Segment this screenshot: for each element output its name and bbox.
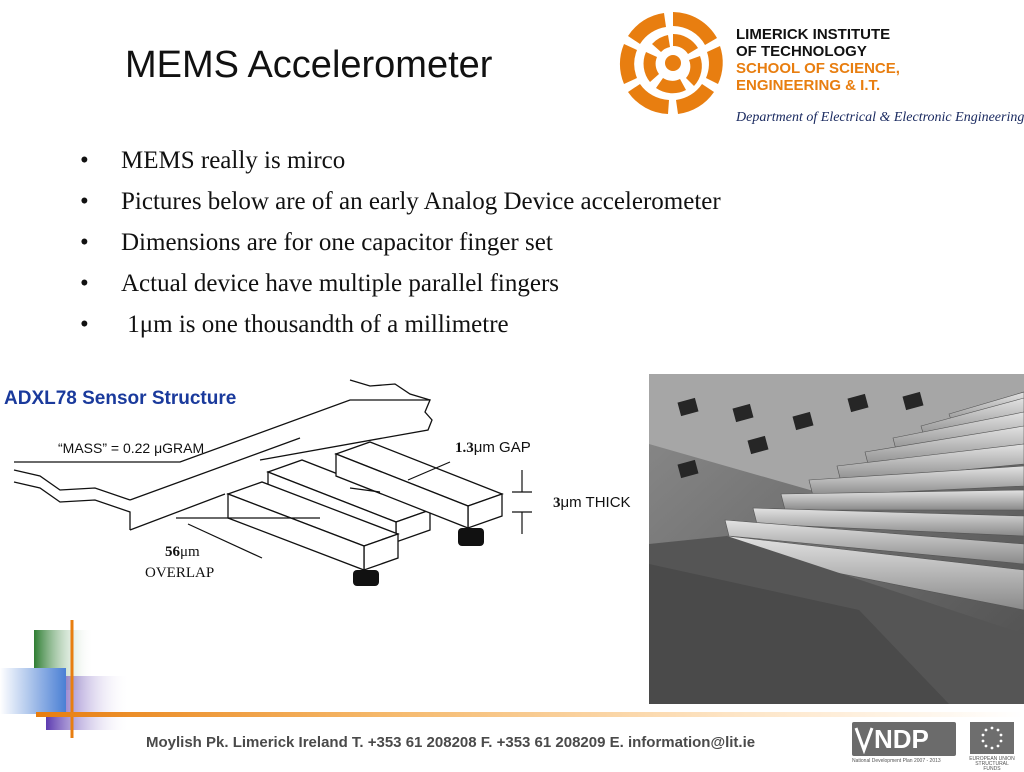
capacitor-fingers (226, 441, 504, 571)
bullet-icon: • (80, 147, 89, 174)
overlap-label: OVERLAP (145, 565, 214, 581)
ndp-logo: NDP National Development Plan 2007 - 201… (852, 722, 956, 766)
lit-emblem-icon (619, 12, 723, 114)
eu-logo: EUROPEAN UNION STRUCTURAL FUNDS (966, 722, 1018, 772)
bullet-text: Pictures below are of an early Analog De… (121, 188, 721, 215)
decorative-squares-icon (0, 620, 130, 738)
sensor-structure-diagram: ADXL78 Sensor Structure “MASS” = 0.22 μG… (4, 379, 631, 586)
institute-logo: LIMERICK INSTITUTE OF TECHNOLOGY SCHOOL … (612, 6, 1024, 130)
gap-label: 1.3μm GAP (455, 439, 531, 456)
ndp-subtitle: National Development Plan 2007 - 2013 (852, 758, 941, 764)
ndp-label: NDP (874, 724, 929, 754)
bullet-text: MEMS really is mirco (121, 147, 346, 174)
overlap-value: 56 (165, 544, 181, 560)
bullet-icon: • (80, 229, 89, 256)
list-item: • MEMS really is mirco (80, 140, 721, 181)
list-item: • Dimensions are for one capacitor finger… (80, 222, 721, 263)
gap-unit: μm GAP (474, 439, 531, 456)
sem-micrograph (649, 374, 1024, 704)
bullet-icon: • (80, 270, 89, 297)
school-name-line1: SCHOOL OF SCIENCE, (736, 60, 900, 77)
proof-mass-outline (13, 379, 433, 531)
institute-name-line1: LIMERICK INSTITUTE (736, 26, 891, 43)
eu-subtitle: EUROPEAN UNION STRUCTURAL FUNDS (969, 756, 1015, 772)
gap-value: 1.3 (455, 440, 474, 456)
ndp-mark-icon (854, 727, 874, 754)
overlap-unit: μm (180, 544, 200, 560)
bullet-icon: • (80, 311, 89, 338)
mass-label: “MASS” = 0.22 μGRAM (58, 440, 204, 456)
eu-stars-icon (981, 726, 1003, 750)
slide-title: MEMS Accelerometer (125, 44, 493, 86)
sem-image (649, 374, 1024, 704)
thick-label: 3μm THICK (553, 494, 631, 511)
school-name-line2: ENGINEERING & I.T. (736, 77, 881, 94)
footer-contact: Moylish Pk. Limerick Ireland T. +353 61 … (146, 734, 756, 751)
list-item: • 1μm is one thousandth of a millimetre (80, 304, 721, 345)
overlap-value-label: 56μm (165, 544, 200, 560)
eu-flag-icon (970, 722, 1014, 754)
diagram-heading: ADXL78 Sensor Structure (4, 388, 236, 409)
anchor-posts (353, 528, 484, 586)
bullet-list: • MEMS really is mirco • Pictures below ar… (80, 140, 721, 345)
department-name: Department of Electrical & Electronic En… (736, 110, 1024, 125)
bullet-text: 1μm is one thousandth of a millimetre (121, 311, 509, 338)
bullet-icon: • (80, 188, 89, 215)
list-item: • Pictures below are of an early Analog D… (80, 181, 721, 222)
institute-name-line2: OF TECHNOLOGY (736, 43, 867, 60)
bullet-text: Actual device have multiple parallel fin… (121, 270, 560, 297)
list-item: • Actual device have multiple parallel fi… (80, 263, 721, 304)
thick-value: 3 (553, 495, 561, 511)
dimension-lines (176, 461, 532, 559)
thick-unit: μm THICK (561, 494, 631, 511)
institute-name: LIMERICK INSTITUTE OF TECHNOLOGY SCHOOL … (736, 26, 900, 94)
bullet-text: Dimensions are for one capacitor finger … (121, 229, 553, 256)
ndp-badge: NDP (852, 722, 956, 756)
footer-divider (36, 712, 1024, 717)
